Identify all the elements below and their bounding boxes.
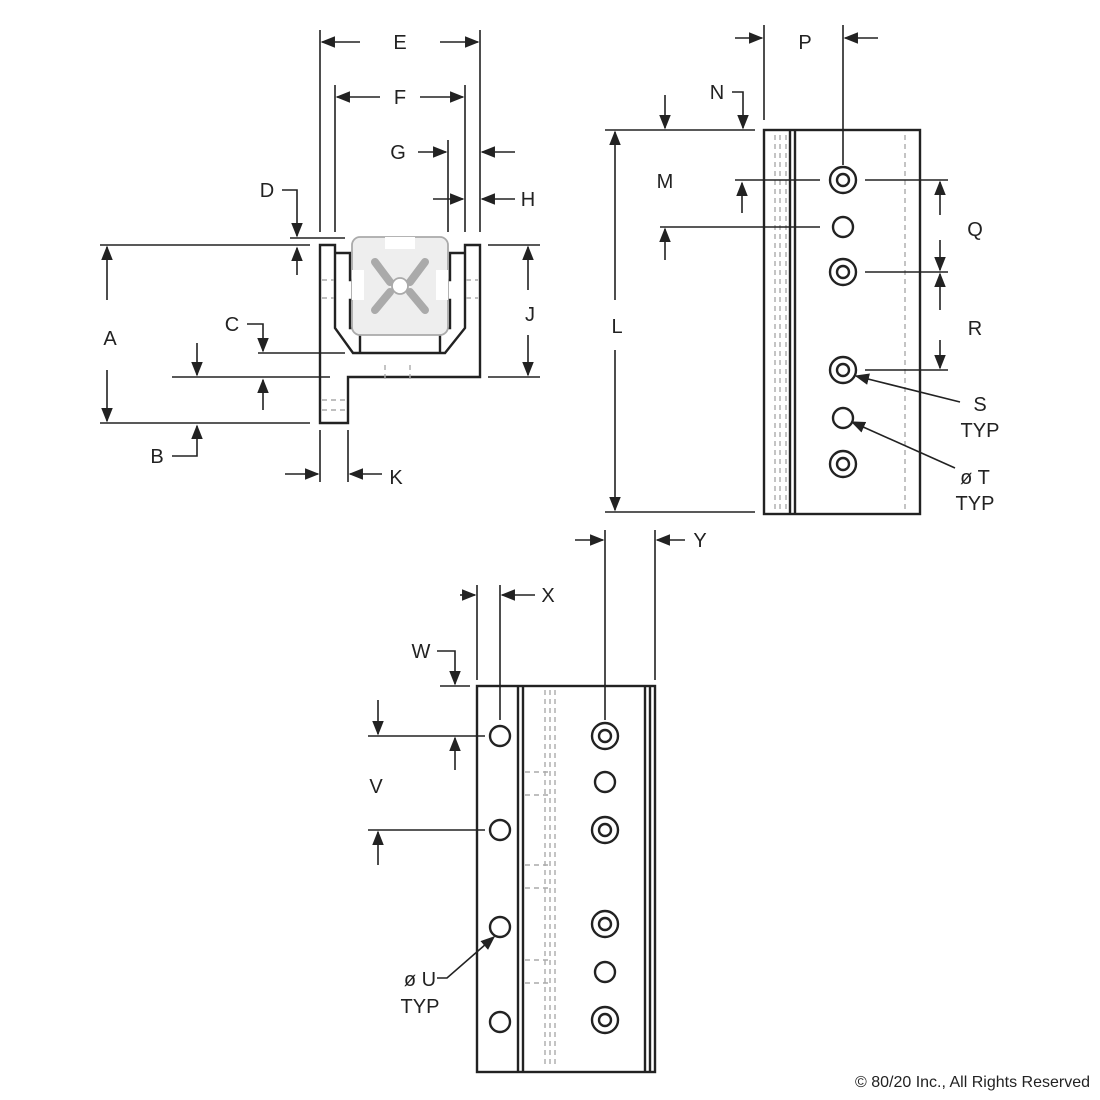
dim-label-u-typ: TYP (401, 996, 440, 1018)
dim-label-c: C (225, 314, 239, 336)
dim-label-v: V (369, 776, 383, 798)
extrusion-profile (351, 236, 449, 336)
dim-label-r: R (968, 318, 982, 340)
dim-label-u: ø U (404, 969, 436, 991)
dim-label-j: J (525, 304, 535, 326)
dim-label-w: W (412, 641, 431, 663)
dim-label-l: L (611, 316, 622, 338)
bracket-outline (318, 243, 482, 425)
dim-label-p: P (798, 32, 811, 54)
dim-label-k: K (389, 467, 403, 489)
dim-label-m: M (657, 171, 674, 193)
dim-label-q: Q (967, 219, 983, 241)
dim-label-s-typ: TYP (961, 420, 1000, 442)
copyright-notice: © 80/20 Inc., All Rights Reserved (854, 1074, 1090, 1091)
dim-label-s: S (973, 394, 986, 416)
hole-pattern-bottom (488, 721, 620, 1035)
dim-label-t: ø T (960, 467, 990, 489)
dim-label-h: H (521, 189, 535, 211)
hole-pattern (828, 165, 858, 479)
side-view: P N M L Q R S TYP ø T TYP (605, 25, 1000, 516)
end-view: E F G H D A C B J K (100, 30, 540, 489)
dim-label-t-typ: TYP (956, 493, 995, 515)
dim-label-n: N (710, 82, 724, 104)
bottom-view: X Y W V ø U TYP (368, 530, 707, 1074)
dim-label-e: E (393, 32, 406, 54)
dim-label-d: D (260, 180, 274, 202)
dim-label-b: B (150, 446, 163, 468)
dim-label-y: Y (693, 530, 706, 552)
dim-label-g: G (390, 142, 406, 164)
dim-label-a: A (103, 328, 117, 350)
dim-label-x: X (541, 585, 554, 607)
dim-label-f: F (394, 87, 406, 109)
